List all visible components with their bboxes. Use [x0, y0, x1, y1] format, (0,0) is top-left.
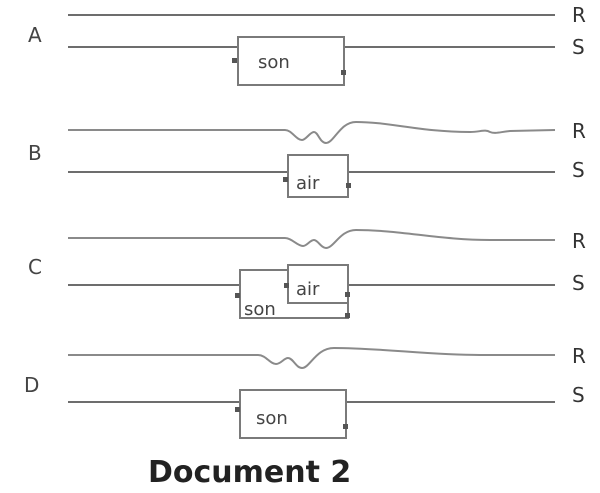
- figure-caption: Document 2: [148, 455, 351, 490]
- block-label: son: [258, 52, 290, 73]
- r-label: R: [572, 344, 586, 368]
- r-line: [68, 120, 556, 145]
- block-son: [237, 36, 345, 86]
- block-son-input-dot: [235, 293, 240, 298]
- r-label: R: [572, 119, 586, 143]
- block-air-output-dot: [345, 292, 350, 297]
- row-a: A R S son: [28, 3, 586, 86]
- block-input-dot: [232, 58, 237, 63]
- s-label: S: [572, 271, 585, 295]
- s-label: S: [572, 158, 585, 182]
- row-label: B: [28, 141, 42, 165]
- row-label: C: [28, 255, 42, 279]
- block-son-output-dot: [345, 313, 350, 318]
- block-label-air: air: [296, 279, 320, 300]
- block-output-dot: [341, 70, 346, 75]
- row-d: D R S son: [24, 344, 586, 439]
- block-air: [287, 264, 349, 304]
- s-label: S: [572, 35, 585, 59]
- block-air: [287, 154, 349, 198]
- block-son: [239, 389, 347, 439]
- block-label: air: [296, 173, 320, 194]
- r-label: R: [572, 3, 586, 27]
- s-label: S: [572, 383, 585, 407]
- r-line: [68, 228, 555, 250]
- row-label: A: [28, 23, 42, 47]
- block-label-son: son: [244, 299, 276, 320]
- block-output-dot: [346, 183, 351, 188]
- row-b: B R S air: [28, 119, 586, 198]
- r-label: R: [572, 229, 586, 253]
- row-label: D: [24, 373, 39, 397]
- row-c: C R S air son: [28, 228, 586, 320]
- block-input-dot: [283, 177, 288, 182]
- block-input-dot: [235, 407, 240, 412]
- block-air-input-dot: [284, 283, 289, 288]
- block-output-dot: [343, 424, 348, 429]
- block-label: son: [256, 408, 288, 429]
- r-line: [68, 346, 555, 370]
